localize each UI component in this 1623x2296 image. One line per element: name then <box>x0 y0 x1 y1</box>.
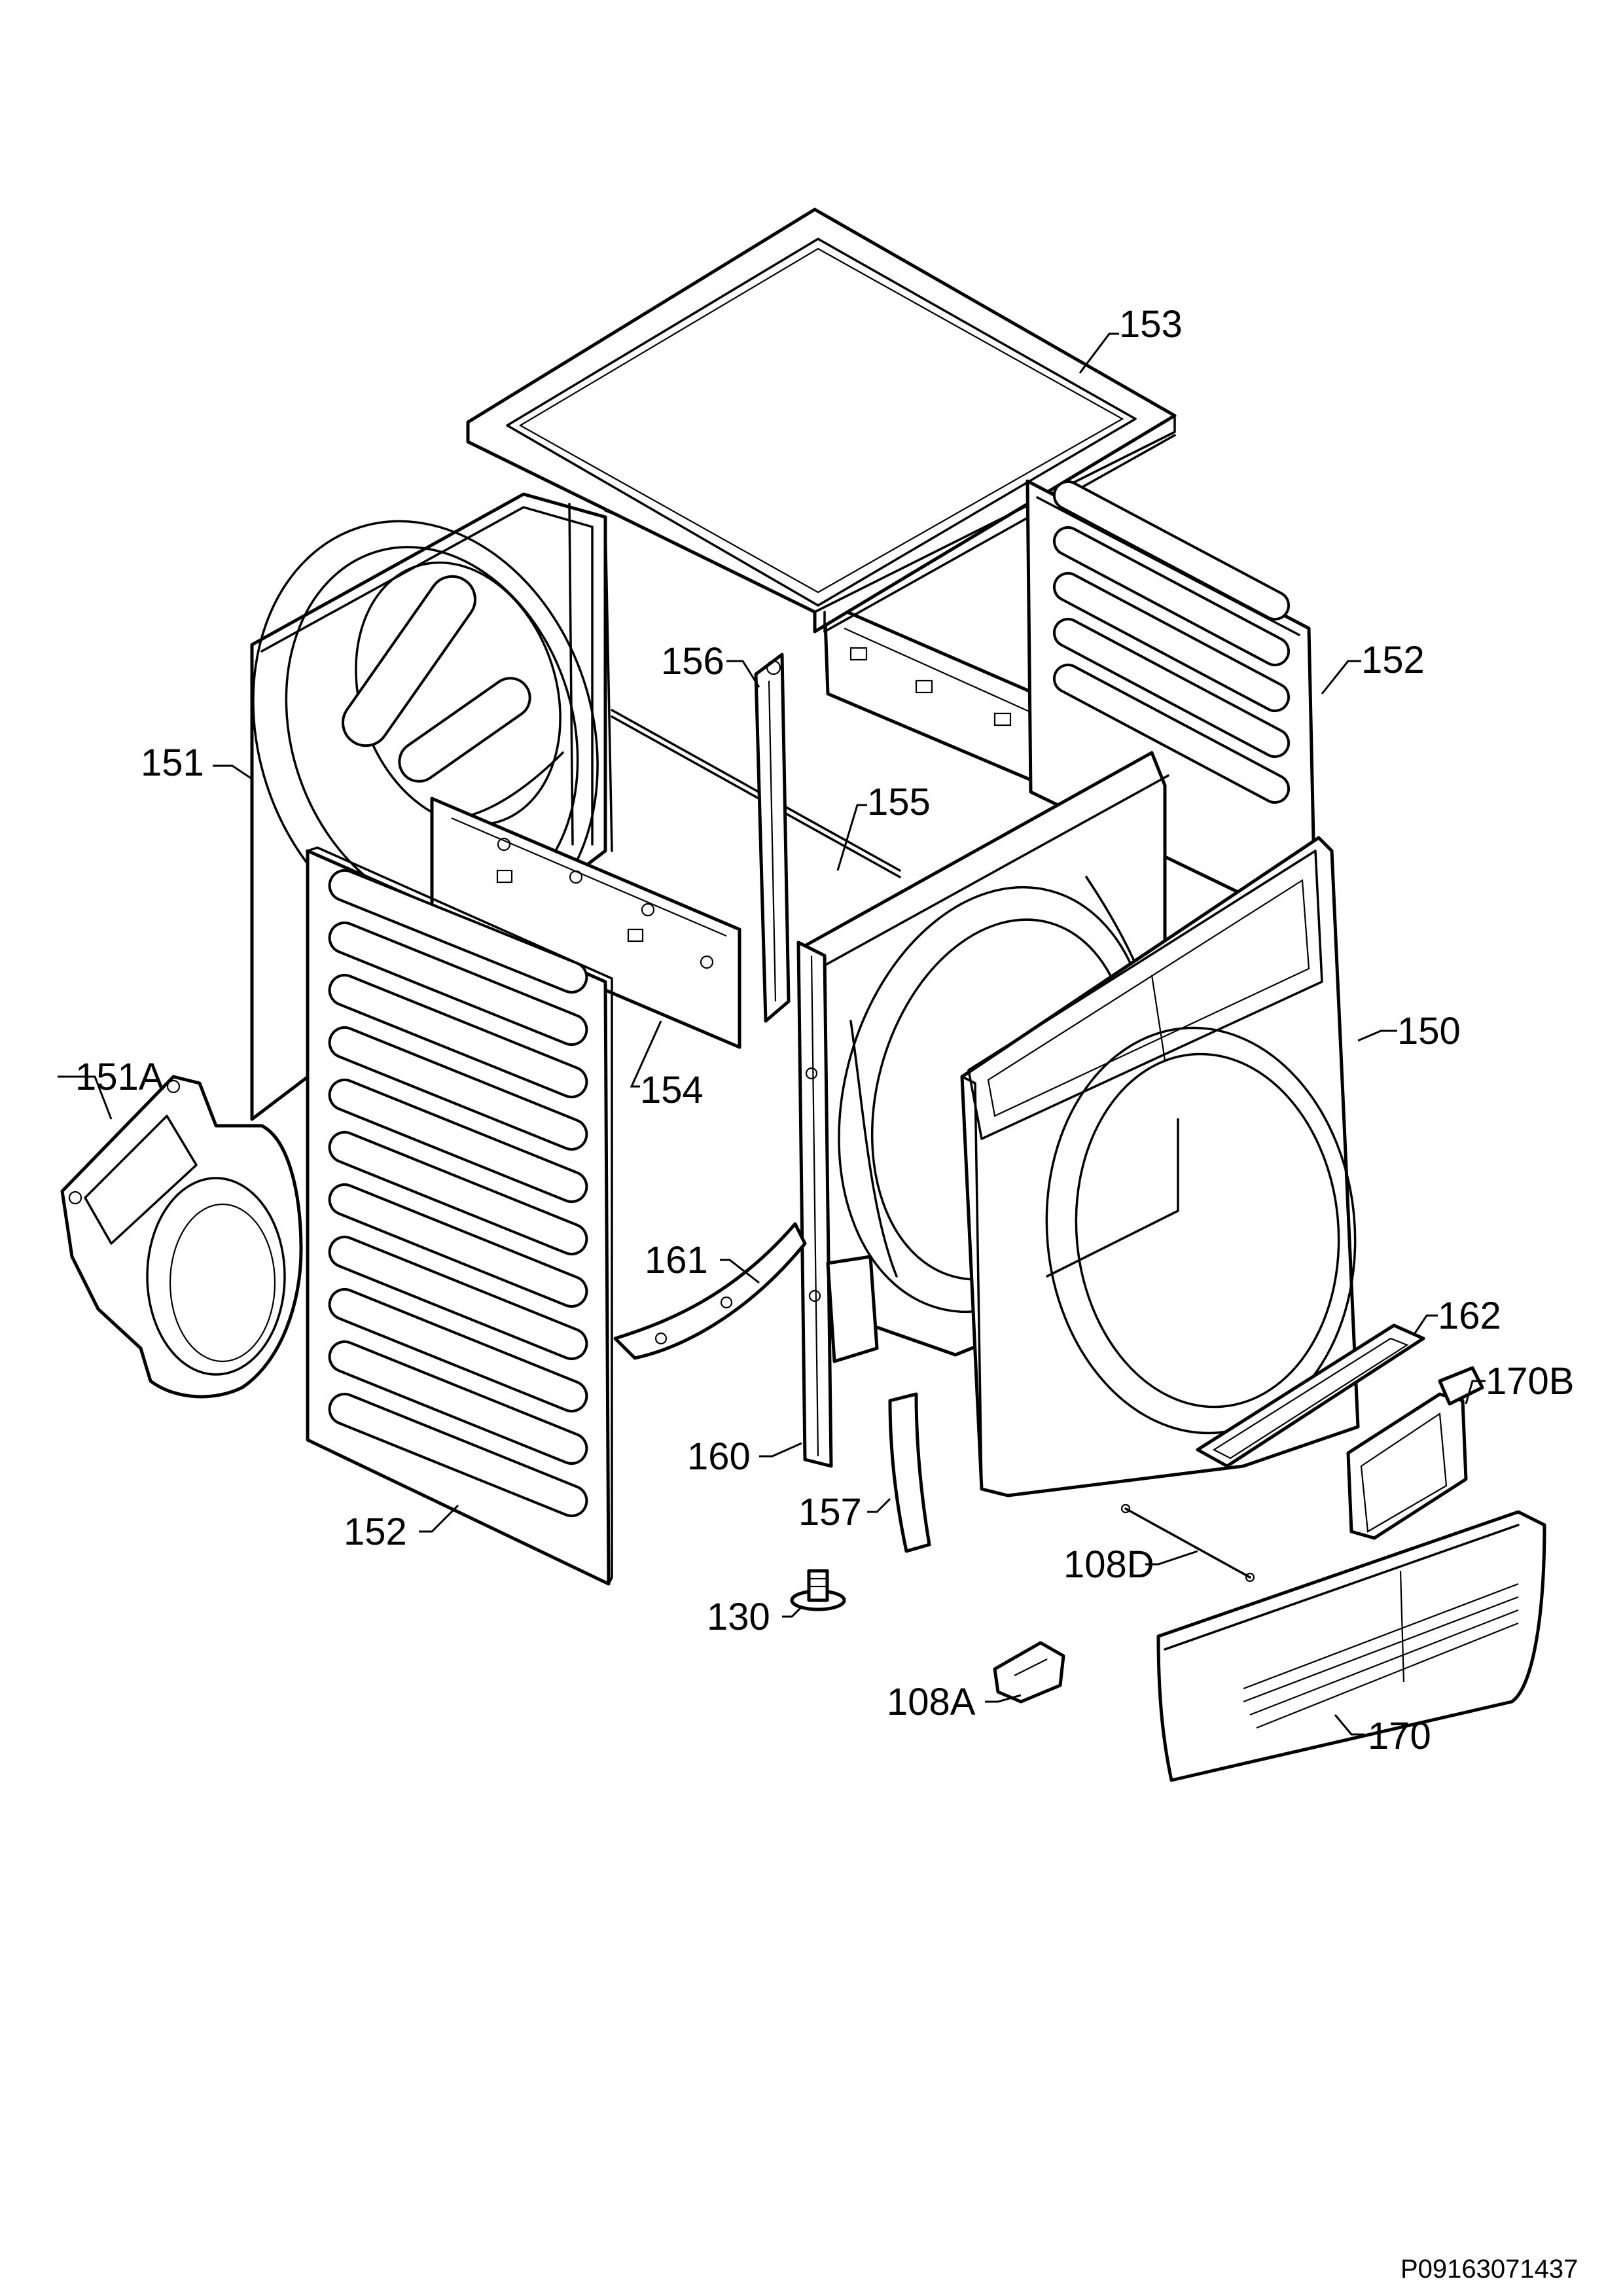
label-170: 170 <box>1368 1715 1431 1757</box>
label-151A: 151A <box>75 1056 164 1098</box>
part-130-foot <box>790 1569 846 1611</box>
part-152-front-side-panel <box>306 846 613 1586</box>
label-108A: 108A <box>887 1681 976 1723</box>
label-154: 154 <box>640 1069 704 1111</box>
label-161: 161 <box>645 1239 708 1282</box>
part-170B-handle-module <box>1346 1366 1484 1540</box>
label-156: 156 <box>661 640 724 683</box>
label-108D: 108D <box>1063 1543 1154 1586</box>
label-152-front: 152 <box>344 1511 407 1553</box>
part-108D-rod <box>1120 1503 1255 1583</box>
label-153: 153 <box>1119 303 1183 346</box>
label-151: 151 <box>141 742 204 784</box>
label-170B: 170B <box>1486 1360 1574 1403</box>
part-153-top-cover <box>466 207 1177 634</box>
callout-labels: 153 152 151 156 155 154 150 151A 161 162… <box>75 303 1574 1757</box>
part-170-plinth <box>1156 1510 1546 1782</box>
label-155: 155 <box>867 781 931 823</box>
part-162-gasket <box>1196 1323 1425 1468</box>
label-130: 130 <box>707 1596 770 1638</box>
part-161-curved-strip <box>613 1222 807 1360</box>
part-151A-filter-housing <box>60 1075 303 1399</box>
drawing-code: P09163071437 <box>1400 2255 1578 2284</box>
label-157: 157 <box>798 1491 862 1534</box>
label-160: 160 <box>687 1435 751 1478</box>
part-157-strip <box>888 1392 931 1553</box>
label-150: 150 <box>1397 1010 1461 1052</box>
part-108A-clip <box>993 1641 1065 1704</box>
label-152-side: 152 <box>1361 639 1425 681</box>
part-150-front-panel <box>960 836 1360 1498</box>
label-162: 162 <box>1438 1295 1501 1337</box>
leader-lines <box>58 332 1486 1736</box>
